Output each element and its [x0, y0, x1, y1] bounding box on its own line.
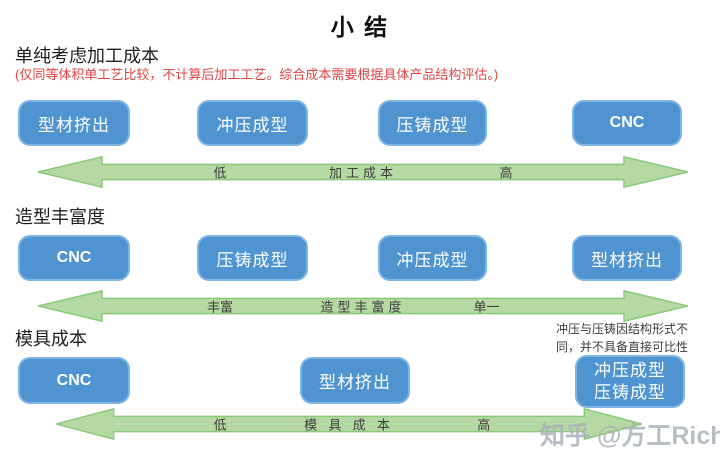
process-box-label-line2: 压铸成型	[594, 382, 666, 402]
section-mold-cost-heading: 模具成本	[15, 329, 87, 349]
process-box-extrusion-row3: 型材挤出	[300, 357, 410, 404]
arrow-label-rich: 丰富	[206, 299, 234, 315]
process-box-label: 型材挤出	[319, 373, 391, 392]
mold-cost-side-note: 冲压与压铸因结构形式不同，并不具备直接可比性	[556, 322, 689, 354]
section-processing-cost-note: (仅同等体积单工艺比较，不计算后加工工艺。综合成本需要根据具体产品结构评估。)	[15, 67, 499, 82]
mold-cost-arrow: 低 模 具 成 本 高	[56, 406, 642, 442]
process-box-label: 型材挤出	[591, 250, 663, 270]
arrow-label-high: 高	[477, 417, 491, 433]
arrow-label-high: 高	[499, 165, 513, 181]
arrow-label-low: 低	[213, 417, 227, 433]
process-box-cnc-row3: CNC	[18, 357, 130, 404]
process-box-extrusion-row2: 型材挤出	[572, 235, 682, 281]
process-box-diecast-row1: 压铸成型	[378, 100, 487, 146]
arrow-label-center: 模 具 成 本	[304, 417, 394, 433]
process-box-label: CNC	[56, 371, 92, 389]
arrow-label-single: 单一	[473, 299, 500, 315]
arrow-label-low: 低	[213, 165, 227, 181]
double-arrow-icon	[38, 154, 688, 190]
double-arrow-icon	[56, 406, 642, 442]
slide-title: 小 结	[330, 14, 390, 40]
zhihu-watermark: 知乎 @方工Rich	[540, 422, 720, 450]
process-box-cnc-row1: CNC	[572, 100, 682, 146]
process-box-label: CNC	[609, 114, 645, 131]
process-box-stamping-row1: 冲压成型	[197, 100, 308, 146]
process-box-label: CNC	[56, 249, 92, 266]
processing-cost-arrow: 低 加工成本 高	[38, 154, 688, 190]
section-processing-cost-heading: 单纯考虑加工成本	[15, 46, 159, 66]
process-box-label: 冲压成型	[216, 115, 289, 135]
process-box-label: 压铸成型	[396, 115, 469, 135]
arrow-label-center: 加工成本	[328, 165, 398, 181]
process-box-label: 型材挤出	[38, 115, 110, 135]
process-box-stamping-diecast-row3: 冲压成型 压铸成型	[575, 355, 685, 408]
double-arrow-icon	[38, 288, 688, 324]
process-box-label: 冲压成型	[396, 250, 469, 270]
arrow-label-center: 造型丰富度	[320, 299, 406, 315]
process-box-stamping-row2: 冲压成型	[378, 235, 487, 281]
process-box-cnc-row2: CNC	[18, 235, 130, 281]
process-box-label-line1: 冲压成型	[594, 361, 666, 381]
process-box-extrusion-row1: 型材挤出	[18, 100, 130, 146]
shape-richness-arrow: 丰富 造型丰富度 单一	[38, 288, 688, 324]
process-box-diecast-row2: 压铸成型	[197, 235, 308, 281]
section-shape-richness-heading: 造型丰富度	[15, 207, 105, 227]
process-box-label: 压铸成型	[216, 250, 289, 270]
